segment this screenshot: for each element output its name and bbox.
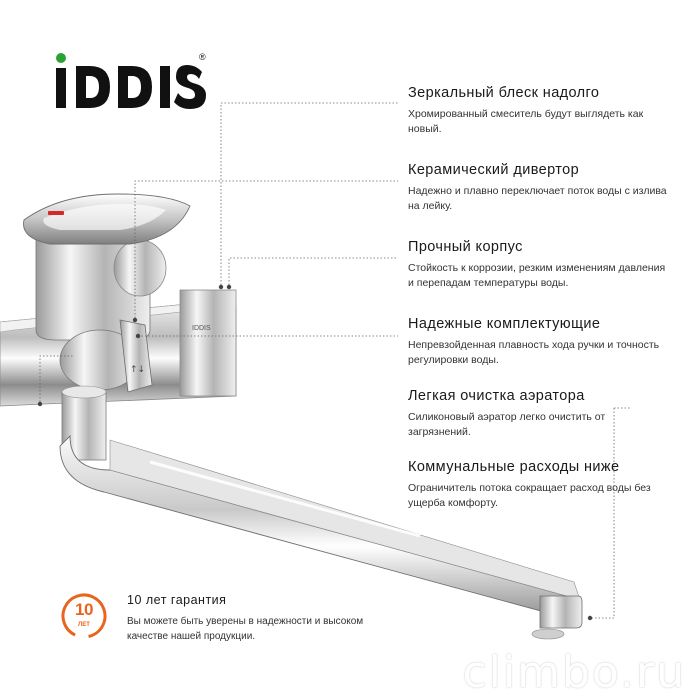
warranty-badge-unit: ЛЕТ xyxy=(78,622,90,628)
feature-description: Ограничитель потока сокращает расход вод… xyxy=(408,482,651,509)
watermark: climbo.ru xyxy=(462,647,686,698)
registered-mark: ® xyxy=(199,52,206,62)
feature-description: Непревзойденная плавность хода ручки и т… xyxy=(408,339,660,366)
feature-title: Легкая очистка аэратора xyxy=(408,388,585,404)
feature-mirror-shine: Зеркальный блеск надолго Хромированный с… xyxy=(408,84,668,137)
feature-durable-body: Прочный корпус Стойкость к коррозии, рез… xyxy=(408,238,668,291)
warranty-title: 10 лет гарантия xyxy=(127,593,227,607)
feature-description: Стойкость к коррозии, резким изменениям … xyxy=(408,262,666,289)
feature-title: Зеркальный блеск надолго xyxy=(408,85,600,101)
feature-title: Керамический дивертор xyxy=(408,162,580,178)
svg-text:↑↓: ↑↓ xyxy=(130,365,145,375)
warranty-badge-number: 10 xyxy=(75,600,93,619)
warranty-badge: 10 ЛЕТ xyxy=(60,592,108,640)
feature-title: Прочный корпус xyxy=(408,239,523,255)
feature-title: Коммунальные расходы ниже xyxy=(408,459,620,475)
brand-logo: ® xyxy=(52,52,212,112)
feature-description: Хромированный смеситель будут выглядеть … xyxy=(408,108,644,135)
feature-aerator-cleaning: Легкая очистка аэратора Силиконовый аэра… xyxy=(408,387,668,440)
warranty-description: Вы можете быть уверены в надежности и вы… xyxy=(127,616,364,642)
feature-lower-costs: Коммунальные расходы ниже Ограничитель п… xyxy=(408,458,668,511)
feature-reliable-components: Надежные комплектующие Непревзойденная п… xyxy=(408,315,668,368)
feature-description: Силиконовый аэратор легко очистить от за… xyxy=(408,411,606,438)
body-engraving: IDDIS xyxy=(192,325,211,332)
warranty-block: 10 ЛЕТ 10 лет гарантия Вы можете быть ув… xyxy=(60,592,363,652)
iddis-logo-icon xyxy=(56,53,206,109)
warranty-ring-icon xyxy=(61,593,107,639)
feature-title: Надежные комплектующие xyxy=(408,316,601,332)
feature-ceramic-diverter: Керамический дивертор Надежно и плавно п… xyxy=(408,161,668,214)
feature-description: Надежно и плавно переключает поток воды … xyxy=(408,185,667,212)
